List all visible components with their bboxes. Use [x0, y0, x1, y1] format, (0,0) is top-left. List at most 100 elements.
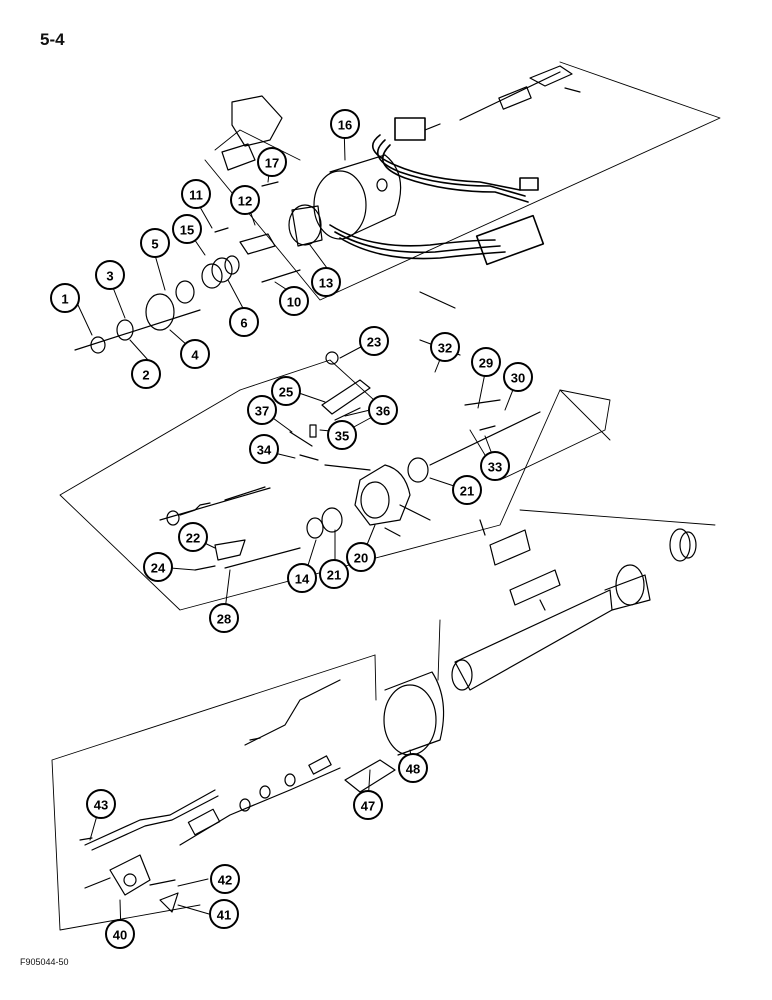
callout-circle: [359, 326, 389, 356]
callout-c40: 40: [105, 919, 135, 949]
upper-shaft: [424, 65, 581, 131]
callout-circle: [368, 395, 398, 425]
callout-c42: 42: [210, 864, 240, 894]
callout-c21a: 21: [452, 475, 482, 505]
callout-c35: 35: [327, 420, 357, 450]
callout-label: 41: [217, 908, 231, 923]
callout-circle: [249, 434, 279, 464]
callout-c20: 20: [346, 542, 376, 572]
pins-34-37: [289, 424, 371, 471]
figure-code: F905044-50: [20, 957, 69, 967]
callout-label: 16: [338, 118, 352, 133]
callout-circle: [398, 753, 428, 783]
callout-label: 11: [189, 188, 203, 203]
callout-c4: 4: [180, 339, 210, 369]
callout-label: 15: [180, 223, 194, 238]
callout-circle: [279, 286, 309, 316]
callout-c29: 29: [471, 347, 501, 377]
callout-c14: 14: [287, 563, 317, 593]
callout-label: 47: [361, 799, 375, 814]
callout-label: 33: [488, 460, 502, 475]
callout-circle: [229, 307, 259, 337]
callout-label: 37: [255, 404, 269, 419]
callout-c12: 12: [230, 185, 260, 215]
small-parts-top: [214, 181, 456, 309]
callout-c6: 6: [229, 307, 259, 337]
callout-circle: [178, 522, 208, 552]
callout-c22: 22: [178, 522, 208, 552]
wiring-harness: [329, 117, 545, 266]
linkage-rods: [84, 679, 341, 851]
callout-c15: 15: [172, 214, 202, 244]
callout-label: 21: [327, 568, 341, 583]
housing-20: [306, 457, 429, 539]
callout-label: 5: [151, 237, 158, 252]
callout-c2: 2: [131, 359, 161, 389]
callout-circle: [50, 283, 80, 313]
callout-circle: [105, 919, 135, 949]
callout-c16: 16: [330, 109, 360, 139]
callout-circle: [287, 563, 317, 593]
callout-c21b: 21: [319, 559, 349, 589]
callout-label: 17: [265, 156, 279, 171]
callout-circle: [346, 542, 376, 572]
callout-label: 32: [438, 341, 452, 356]
callout-label: 34: [257, 443, 272, 458]
callout-circle: [327, 420, 357, 450]
callout-circle: [330, 109, 360, 139]
bracket-top: [221, 95, 283, 171]
callout-c11: 11: [181, 179, 211, 209]
callout-circle: [430, 332, 460, 362]
callout-circle: [230, 185, 260, 215]
callout-circle: [209, 899, 239, 929]
callout-label: 2: [142, 368, 149, 383]
callout-label: 23: [367, 335, 381, 350]
callout-c10: 10: [279, 286, 309, 316]
callout-label: 22: [186, 531, 200, 546]
callout-c5: 5: [140, 228, 170, 258]
callout-c32: 32: [430, 332, 460, 362]
callout-c13: 13: [311, 267, 341, 297]
callout-label: 42: [218, 873, 232, 888]
callout-c17: 17: [257, 147, 287, 177]
callout-label: 10: [287, 295, 301, 310]
callout-circle: [471, 347, 501, 377]
lower-jacket: [451, 528, 697, 691]
callout-label: 21: [460, 484, 474, 499]
callout-label: 24: [151, 561, 166, 576]
callout-label: 30: [511, 371, 525, 386]
callout-c1: 1: [50, 283, 80, 313]
callout-c28: 28: [209, 603, 239, 633]
callout-circle: [503, 362, 533, 392]
callout-c47: 47: [353, 790, 383, 820]
callout-circle: [480, 451, 510, 481]
bowl-48: [344, 671, 445, 793]
callout-circle: [209, 603, 239, 633]
callout-circle: [311, 267, 341, 297]
switch-13: [288, 204, 323, 247]
callout-c48: 48: [398, 753, 428, 783]
callout-c36: 36: [368, 395, 398, 425]
callout-c37: 37: [247, 395, 277, 425]
callout-c23: 23: [359, 326, 389, 356]
callout-circle: [257, 147, 287, 177]
section-outline-middle: [59, 359, 611, 611]
callout-label: 25: [279, 385, 293, 400]
callout-label: 36: [376, 404, 390, 419]
callout-circle: [180, 339, 210, 369]
callout-circle: [86, 789, 116, 819]
callout-label: 28: [217, 612, 231, 627]
callout-label: 43: [94, 798, 108, 813]
callout-label: 14: [295, 572, 310, 587]
callout-circle: [353, 790, 383, 820]
callout-label: 3: [106, 269, 113, 284]
callout-circle: [452, 475, 482, 505]
spring-rod: [159, 486, 431, 571]
callout-c41: 41: [209, 899, 239, 929]
callout-c43: 43: [86, 789, 116, 819]
callout-circle: [181, 179, 211, 209]
callout-label: 29: [479, 356, 493, 371]
callout-circle: [95, 260, 125, 290]
callout-c3: 3: [95, 260, 125, 290]
